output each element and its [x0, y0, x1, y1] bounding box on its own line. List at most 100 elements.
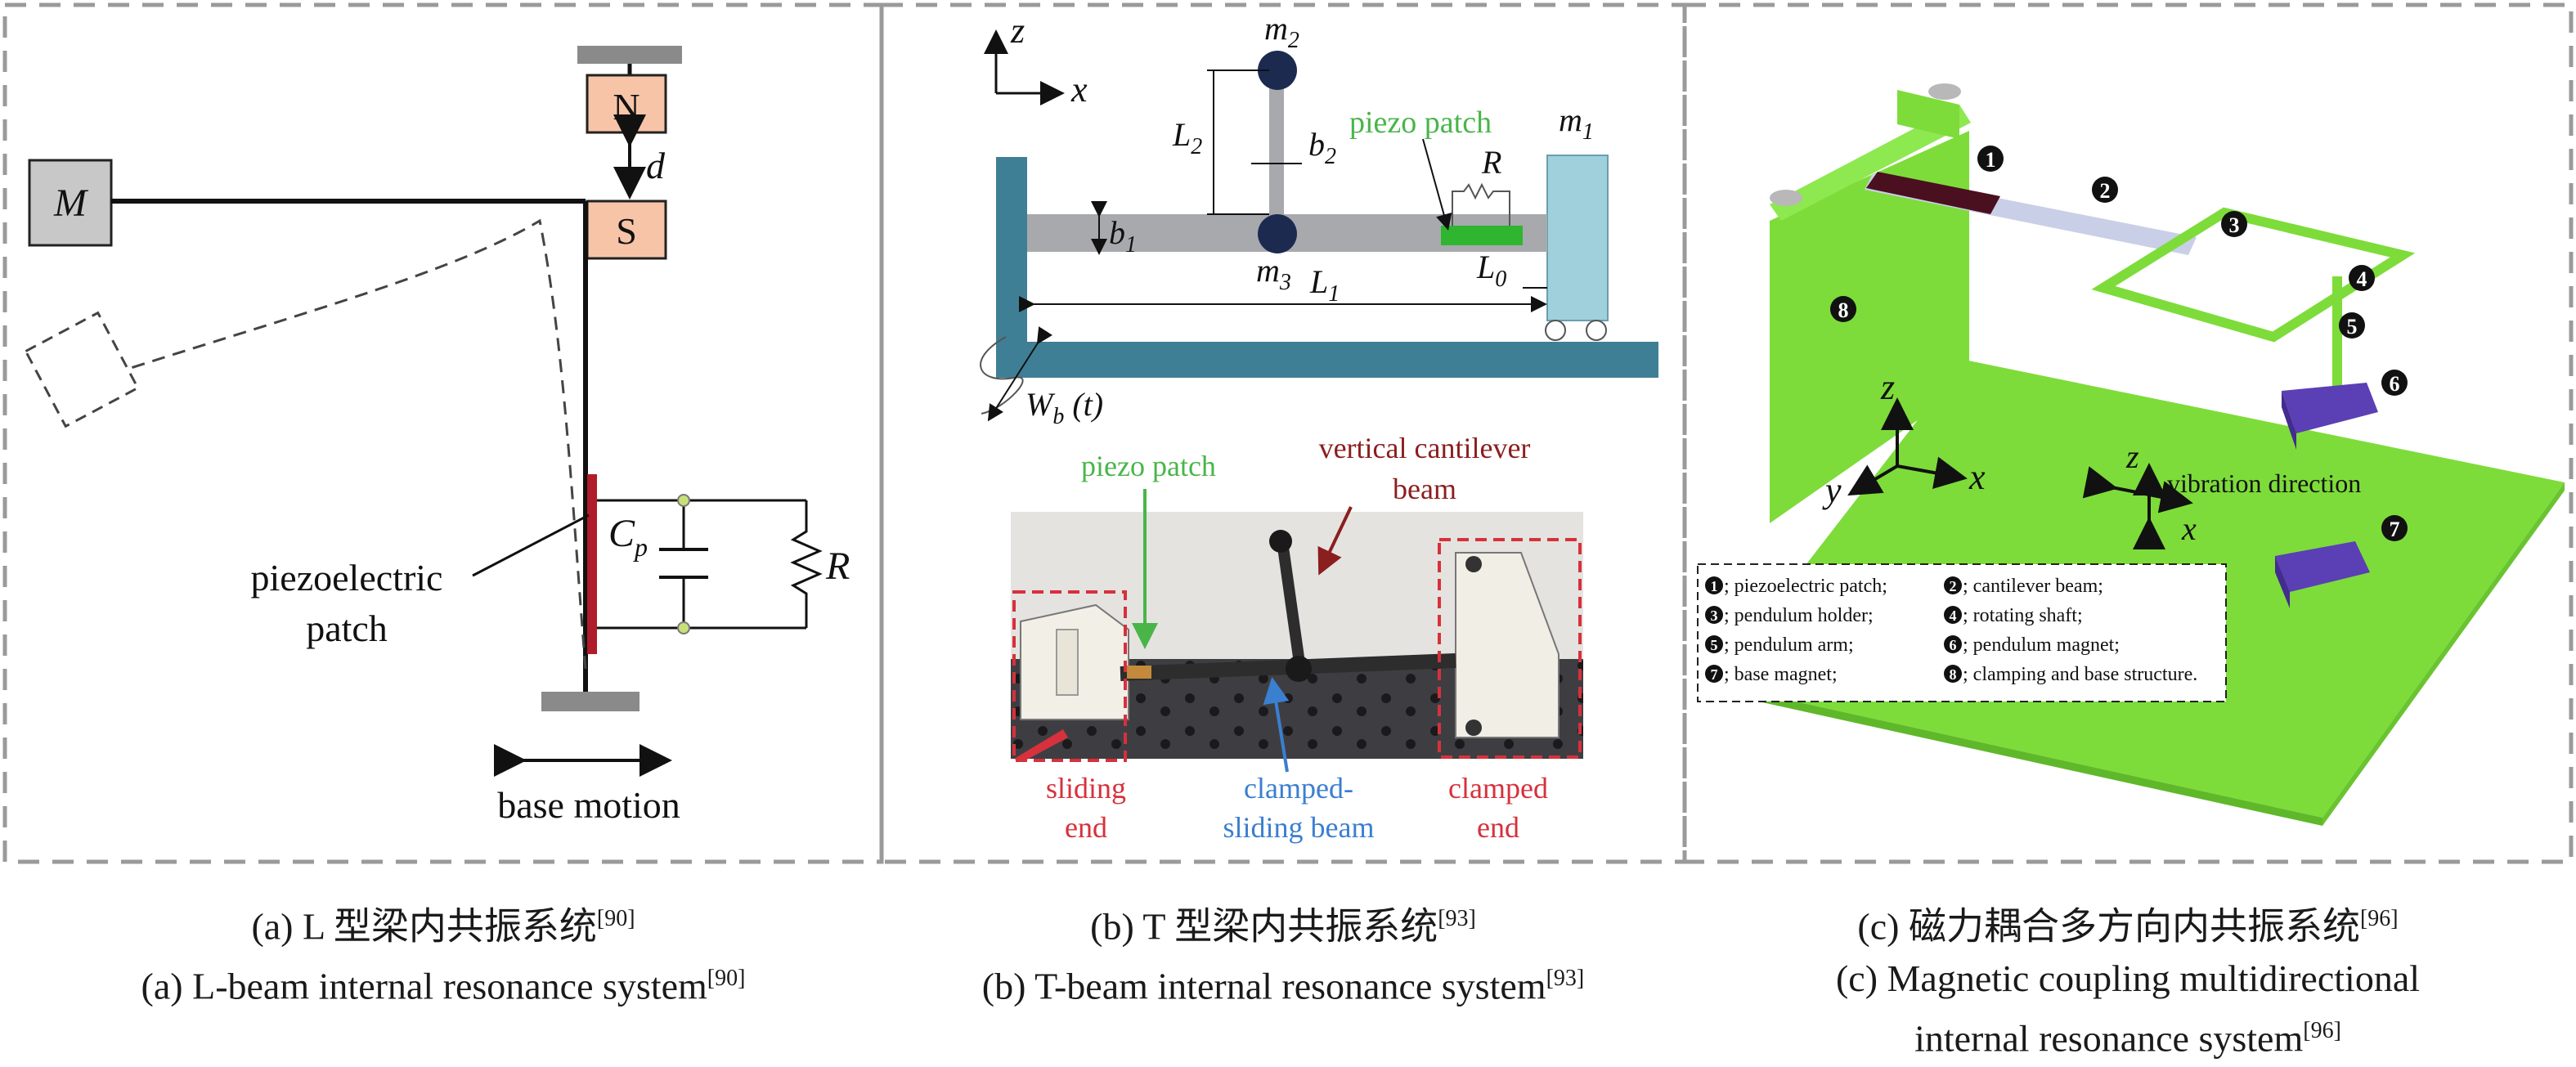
photo-sliding-label-1: sliding: [1046, 772, 1126, 805]
legend-item-6: 6 ; pendulum magnet;: [1944, 634, 2120, 656]
bottom-ground: [541, 692, 640, 711]
panel-c-model: z x y z x vibration direction 1 2 3 4 5 …: [1697, 83, 2565, 826]
svg-text:; pendulum magnet;: ; pendulum magnet;: [1963, 634, 2120, 656]
patch-label-line2: patch: [306, 607, 388, 649]
legend-box: [1697, 563, 2227, 702]
m1-block: [1546, 155, 1609, 321]
b2-label: b2: [1308, 126, 1336, 169]
red-tool: [1014, 729, 1068, 762]
harvesting-circuit: [597, 499, 823, 630]
base-excitation-arrow: [987, 326, 1053, 422]
m2-label: m2: [1264, 10, 1299, 53]
photo-piezo: [1127, 666, 1151, 679]
piezo-patch-schematic: [1441, 226, 1523, 245]
magnet-n-label: N: [613, 86, 640, 128]
caption-b-cn: (b) T 型梁内共振系统[93]: [1090, 905, 1476, 948]
svg-text:; piezoelectric patch;: ; piezoelectric patch;: [1724, 576, 1887, 597]
wb-label: Wb (t): [1025, 386, 1103, 429]
legend-item-3: 3; pendulum holder;: [1705, 605, 1874, 626]
svg-text:; rotating shaft;: ; rotating shaft;: [1963, 605, 2083, 626]
svg-text:; clamping and base structure.: ; clamping and base structure.: [1963, 664, 2197, 685]
m1-label: m1: [1559, 101, 1594, 145]
marker-5: 5: [2339, 312, 2365, 338]
photo-vertical-label-2: beam: [1393, 473, 1456, 505]
marker-4: 4: [2349, 265, 2375, 291]
c-axis-x-label: x: [1968, 457, 1986, 497]
pendulum-holder: [2091, 207, 2416, 343]
resistance-label: R: [825, 545, 850, 588]
roller-right: [1586, 320, 1607, 341]
roller-left: [1545, 320, 1566, 341]
caption-c-en-2: internal resonance system[96]: [1914, 1017, 2341, 1060]
svg-text:2: 2: [2100, 179, 2111, 203]
panel-a-frame: [2, 2, 884, 864]
svg-text:; base magnet;: ; base magnet;: [1724, 664, 1838, 685]
photo-vertical-beam: [1277, 540, 1306, 670]
vibration-direction-label: vibration direction: [2167, 468, 2361, 498]
terminal-top: [677, 494, 690, 507]
marker-2: 2: [2092, 177, 2118, 203]
marker-1: 1: [1977, 146, 2004, 172]
svg-text:5: 5: [1711, 637, 1718, 653]
photo-vertical-label-1: vertical cantilever: [1319, 432, 1531, 464]
photo-clamped-label-2: end: [1477, 811, 1519, 844]
base-motion-label: base motion: [497, 784, 680, 826]
bolt-left: [1770, 190, 1802, 206]
patch-label-line1: piezoelectric: [251, 557, 443, 599]
svg-text:5: 5: [2347, 315, 2358, 338]
piezo-patch: [587, 474, 597, 654]
svg-text:4: 4: [1950, 607, 1957, 624]
photo-clamped-sliding-label-2: sliding beam: [1223, 811, 1375, 844]
c-axis-y-label: y: [1822, 470, 1842, 510]
svg-text:4: 4: [2357, 267, 2367, 291]
vib-z-label: z: [2125, 438, 2139, 475]
caption-a-cn: (a) L 型梁内共振系统[90]: [251, 905, 635, 948]
left-support: [996, 157, 1027, 345]
legend-item-5: 5; pendulum arm;: [1705, 634, 1854, 656]
terminal-bottom: [677, 621, 690, 634]
photo-clamped-sliding-arrow: [1263, 677, 1290, 773]
c-axis-x: [1896, 456, 1968, 490]
base-beam: [996, 342, 1658, 378]
resistor-loop: [1452, 182, 1510, 226]
resistor-label: R: [1481, 144, 1501, 181]
svg-text:7: 7: [1711, 666, 1718, 683]
m3-label: m3: [1256, 252, 1291, 295]
svg-text:6: 6: [1950, 637, 1957, 653]
c-axis-z-label: z: [1880, 367, 1895, 407]
gap-label: d: [646, 145, 666, 186]
piezo-patch-label: piezo patch: [1349, 105, 1492, 140]
patch-leader: [472, 513, 590, 577]
base-magnet: [2275, 541, 2370, 592]
axis-x-label: x: [1070, 69, 1088, 110]
piezo-patch-3d: [1866, 172, 2000, 214]
caption-c: (c) 磁力耦合多方向内共振系统[96] (c) Magnetic coupli…: [1685, 893, 2571, 1065]
tip-mass-label: M: [53, 182, 89, 225]
svg-text:1: 1: [1986, 148, 1996, 172]
resistor-symbol: [790, 500, 823, 628]
panel-b-schematic: z x R piezo patch L2 b2 b1 L1 L0 m: [980, 10, 1658, 429]
pendulum-magnet: [2282, 383, 2378, 433]
tip-mass: [28, 159, 113, 247]
caption-c-en-1: (c) Magnetic coupling multidirectional: [1835, 957, 2421, 1000]
capacitance-label: Cp: [608, 512, 648, 562]
base-plate-side: [2322, 482, 2565, 826]
m3-mass: [1258, 214, 1297, 253]
vertical-grey-beam: [1269, 70, 1284, 232]
legend-item-4: 4 ; rotating shaft;: [1944, 605, 2083, 626]
marker-3: 3: [2221, 211, 2247, 237]
clamp-front: [1770, 131, 1969, 523]
L2-label: L2: [1172, 116, 1202, 159]
magnet-s: [586, 200, 667, 260]
L0-label: L0: [1476, 249, 1506, 292]
photo-vertical-arrow: [1317, 506, 1353, 576]
clamp-block: [1455, 552, 1560, 738]
photo-piezo-label: piezo patch: [1081, 450, 1216, 482]
svg-text:3: 3: [2229, 213, 2240, 237]
top-ground: [577, 46, 682, 64]
panel-b-frame: [879, 2, 1687, 864]
svg-text:8: 8: [1838, 298, 1849, 322]
legend-item-1: 1; piezoelectric patch;: [1705, 576, 1887, 597]
svg-text:8: 8: [1950, 666, 1957, 683]
